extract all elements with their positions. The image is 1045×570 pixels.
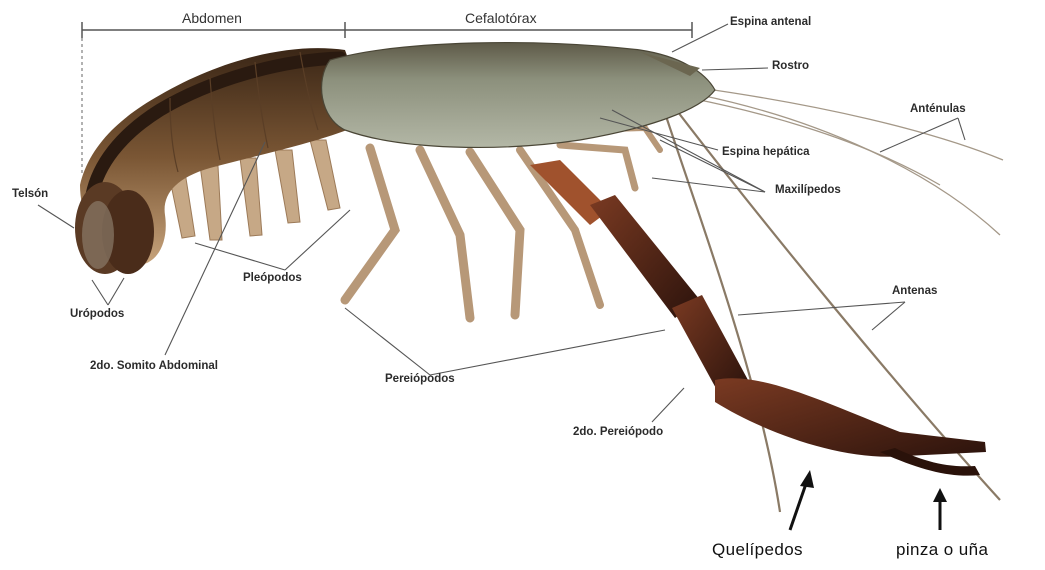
label-pereiopodos: Pereiópodos [385, 373, 455, 385]
label-maxilipedos: Maxilípedos [775, 184, 841, 196]
label-espina-hepatica: Espina hepática [722, 146, 810, 158]
bold-arrow-heads [800, 470, 947, 502]
label-telson: Telsón [12, 188, 48, 200]
label-pleopodos: Pleópodos [243, 272, 302, 284]
label-uropodos: Urópodos [70, 308, 124, 320]
label-antenas: Antenas [892, 285, 937, 297]
label-somito-abdominal: 2do. Somito Abdominal [90, 360, 218, 372]
label-antenulas: Anténulas [910, 103, 966, 115]
label-quelipedos: Quelípedos [712, 540, 803, 560]
label-espina-antenal: Espina antenal [730, 16, 811, 28]
carapace [322, 43, 715, 148]
header-abdomen: Abdomen [182, 10, 242, 26]
label-rostro: Rostro [772, 60, 809, 72]
header-cephalothorax: Cefalotórax [465, 10, 537, 26]
label-pinza: pinza o uña [896, 540, 988, 560]
label-segundo-pereiopodo: 2do. Pereiópodo [573, 426, 663, 438]
